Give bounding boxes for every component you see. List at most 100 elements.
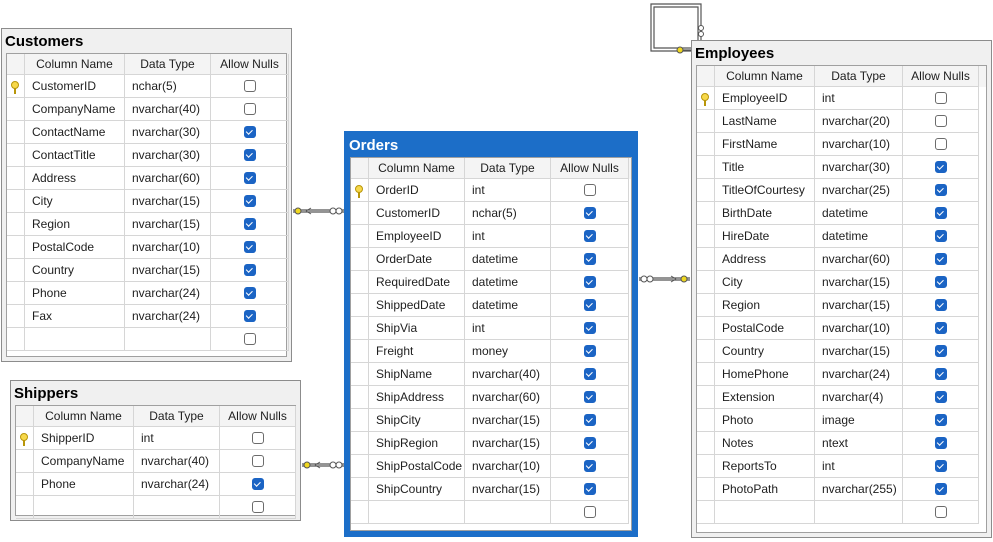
allow-nulls-checkbox[interactable] — [583, 506, 596, 518]
row-selector[interactable] — [351, 386, 369, 409]
data-type-cell[interactable]: nchar(5) — [465, 202, 551, 225]
row-selector[interactable] — [7, 236, 25, 259]
row-selector[interactable] — [7, 75, 25, 98]
column-name-cell[interactable]: HireDate — [715, 225, 815, 248]
data-type-cell[interactable]: nvarchar(40) — [134, 450, 220, 473]
column-name-cell[interactable]: Freight — [369, 340, 465, 363]
allow-nulls-checkbox[interactable] — [583, 207, 596, 219]
row-selector[interactable] — [697, 409, 715, 432]
row-selector[interactable] — [16, 427, 34, 450]
column-name-cell[interactable]: Fax — [25, 305, 125, 328]
data-type-cell[interactable]: nvarchar(10) — [465, 455, 551, 478]
column-name-cell[interactable]: EmployeeID — [369, 225, 465, 248]
row-selector[interactable] — [697, 386, 715, 409]
data-type-cell[interactable]: datetime — [465, 294, 551, 317]
row-selector[interactable] — [351, 317, 369, 340]
row-selector[interactable] — [16, 496, 34, 519]
header-name[interactable]: Column Name — [369, 158, 465, 179]
data-type-cell[interactable]: datetime — [465, 271, 551, 294]
allow-nulls-checkbox[interactable] — [251, 455, 264, 467]
header-name[interactable]: Column Name — [34, 406, 134, 427]
table-row[interactable] — [351, 501, 631, 524]
allow-nulls-checkbox[interactable] — [243, 149, 256, 161]
row-selector[interactable] — [351, 432, 369, 455]
row-selector[interactable] — [351, 202, 369, 225]
allow-nulls-checkbox[interactable] — [243, 103, 256, 115]
allow-nulls-checkbox[interactable] — [934, 184, 947, 196]
column-name-cell[interactable]: Country — [715, 340, 815, 363]
header-nulls[interactable]: Allow Nulls — [211, 54, 289, 75]
row-selector[interactable] — [697, 455, 715, 478]
allow-nulls-checkbox[interactable] — [251, 478, 264, 490]
data-type-cell[interactable]: nvarchar(10) — [125, 236, 211, 259]
allow-nulls-checkbox[interactable] — [583, 345, 596, 357]
column-name-cell[interactable]: ContactName — [25, 121, 125, 144]
allow-nulls-checkbox[interactable] — [934, 230, 947, 242]
data-type-cell[interactable]: nvarchar(60) — [465, 386, 551, 409]
column-name-cell[interactable]: CustomerID — [369, 202, 465, 225]
data-type-cell[interactable]: nvarchar(30) — [125, 121, 211, 144]
row-selector[interactable] — [7, 98, 25, 121]
column-name-cell[interactable]: City — [25, 190, 125, 213]
row-selector[interactable] — [697, 363, 715, 386]
allow-nulls-checkbox[interactable] — [583, 230, 596, 242]
allow-nulls-checkbox[interactable] — [934, 483, 947, 495]
row-selector[interactable] — [351, 340, 369, 363]
data-type-cell[interactable]: nvarchar(255) — [815, 478, 903, 501]
header-nulls[interactable]: Allow Nulls — [551, 158, 629, 179]
allow-nulls-checkbox[interactable] — [934, 506, 947, 518]
row-selector[interactable] — [351, 179, 369, 202]
data-type-cell[interactable]: nvarchar(15) — [815, 271, 903, 294]
data-type-cell[interactable] — [465, 501, 551, 524]
column-name-cell[interactable] — [25, 328, 125, 351]
allow-nulls-checkbox[interactable] — [934, 460, 947, 472]
allow-nulls-checkbox[interactable] — [251, 432, 264, 444]
allow-nulls-checkbox[interactable] — [243, 264, 256, 276]
data-type-cell[interactable]: nvarchar(15) — [815, 294, 903, 317]
allow-nulls-checkbox[interactable] — [583, 483, 596, 495]
allow-nulls-checkbox[interactable] — [243, 195, 256, 207]
row-selector[interactable] — [697, 501, 715, 524]
data-type-cell[interactable]: image — [815, 409, 903, 432]
column-name-cell[interactable]: PostalCode — [715, 317, 815, 340]
row-selector[interactable] — [697, 317, 715, 340]
column-name-cell[interactable]: PostalCode — [25, 236, 125, 259]
header-name[interactable]: Column Name — [715, 66, 815, 87]
allow-nulls-checkbox[interactable] — [934, 391, 947, 403]
data-type-cell[interactable]: int — [465, 179, 551, 202]
header-type[interactable]: Data Type — [465, 158, 551, 179]
allow-nulls-checkbox[interactable] — [934, 437, 947, 449]
allow-nulls-checkbox[interactable] — [934, 253, 947, 265]
column-name-cell[interactable] — [34, 496, 134, 519]
allow-nulls-checkbox[interactable] — [583, 391, 596, 403]
row-selector[interactable] — [351, 478, 369, 501]
column-name-cell[interactable] — [715, 501, 815, 524]
column-name-cell[interactable]: BirthDate — [715, 202, 815, 225]
allow-nulls-checkbox[interactable] — [934, 414, 947, 426]
data-type-cell[interactable]: datetime — [465, 248, 551, 271]
column-name-cell[interactable]: OrderDate — [369, 248, 465, 271]
header-nulls[interactable]: Allow Nulls — [220, 406, 296, 427]
relationship-orders-employees[interactable] — [639, 275, 690, 283]
table-row[interactable] — [7, 328, 289, 351]
column-name-cell[interactable]: FirstName — [715, 133, 815, 156]
data-type-cell[interactable]: datetime — [815, 225, 903, 248]
allow-nulls-checkbox[interactable] — [583, 276, 596, 288]
row-selector[interactable] — [7, 282, 25, 305]
allow-nulls-checkbox[interactable] — [243, 80, 256, 92]
row-selector[interactable] — [7, 167, 25, 190]
row-selector[interactable] — [697, 271, 715, 294]
